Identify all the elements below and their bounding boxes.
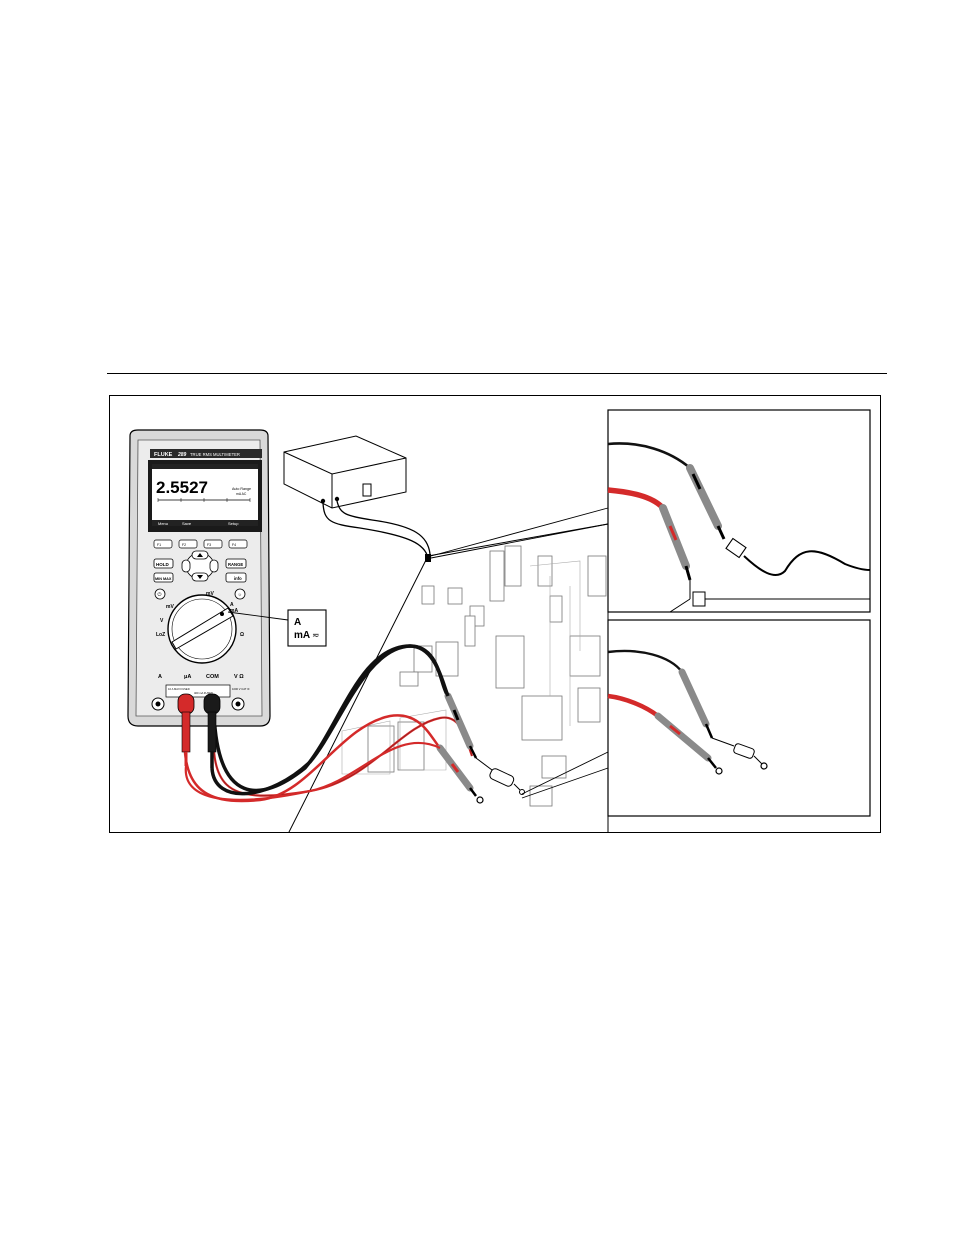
power-icon: ⏻ (158, 592, 162, 598)
header-rule (107, 373, 887, 374)
f2-label: F2 (182, 543, 186, 547)
f3-label: F3 (207, 543, 211, 547)
min-max-label: MIN MAX (155, 577, 172, 581)
jack-label-a: A (158, 674, 162, 680)
backlight-icon: ☼ (238, 592, 243, 598)
unit-label: mA AC (236, 492, 247, 496)
info-label: info (234, 576, 242, 581)
callout-label-ma: mA (294, 630, 310, 641)
jack-label-v-ohm: V Ω (234, 674, 244, 680)
fuse-label-10a: 10 A MAX FUSED (168, 687, 190, 691)
rotary-selector-dial[interactable] (168, 595, 236, 663)
meter-reading: 2.5527 (156, 478, 208, 497)
cat-rating-label: 1000 V CAT III (232, 687, 250, 691)
model-description: TRUE RMS MULTIMETER (190, 452, 240, 457)
brand-label: FLUKE (154, 452, 173, 458)
model-number: 289 (177, 452, 187, 458)
arrow-right-icon[interactable] (210, 560, 218, 572)
jack-label-com: COM (206, 674, 219, 680)
f1-label: F1 (157, 543, 161, 547)
jack-label-ua: μA (184, 674, 191, 680)
dial-label-mv-left: mV (166, 604, 174, 610)
f4-label: F4 (232, 543, 236, 547)
range-button-label: RANGE (228, 562, 243, 567)
dial-position-callout: A mA ≂ (288, 610, 326, 646)
black-plug (204, 694, 220, 768)
red-plug (178, 694, 194, 766)
ac-dc-symbol-icon: ≂ (312, 631, 320, 641)
power-supply (284, 436, 431, 562)
diagram-frame: FLUKE 289 TRUE RMS MULTIMETER 2.5527 Aut… (109, 395, 881, 833)
softkey-label-2: Save (182, 521, 192, 526)
callout-label-a: A (294, 617, 301, 628)
arrow-left-icon[interactable] (182, 560, 190, 572)
dial-label-loz: LoZ (156, 632, 165, 638)
range-label: Auto Range (232, 487, 251, 491)
dial-label-ohm: Ω (240, 632, 244, 638)
circuit-board (288, 524, 608, 833)
inset-resistor-connection (608, 620, 870, 816)
softkey-label-1: Menu (158, 521, 168, 526)
hold-label: HOLD (156, 562, 169, 567)
current-measurement-diagram: FLUKE 289 TRUE RMS MULTIMETER 2.5527 Aut… (110, 396, 881, 833)
softkey-label-4: Setup (228, 521, 239, 526)
multimeter: FLUKE 289 TRUE RMS MULTIMETER 2.5527 Aut… (128, 430, 288, 768)
inset-series-connection (608, 410, 870, 612)
